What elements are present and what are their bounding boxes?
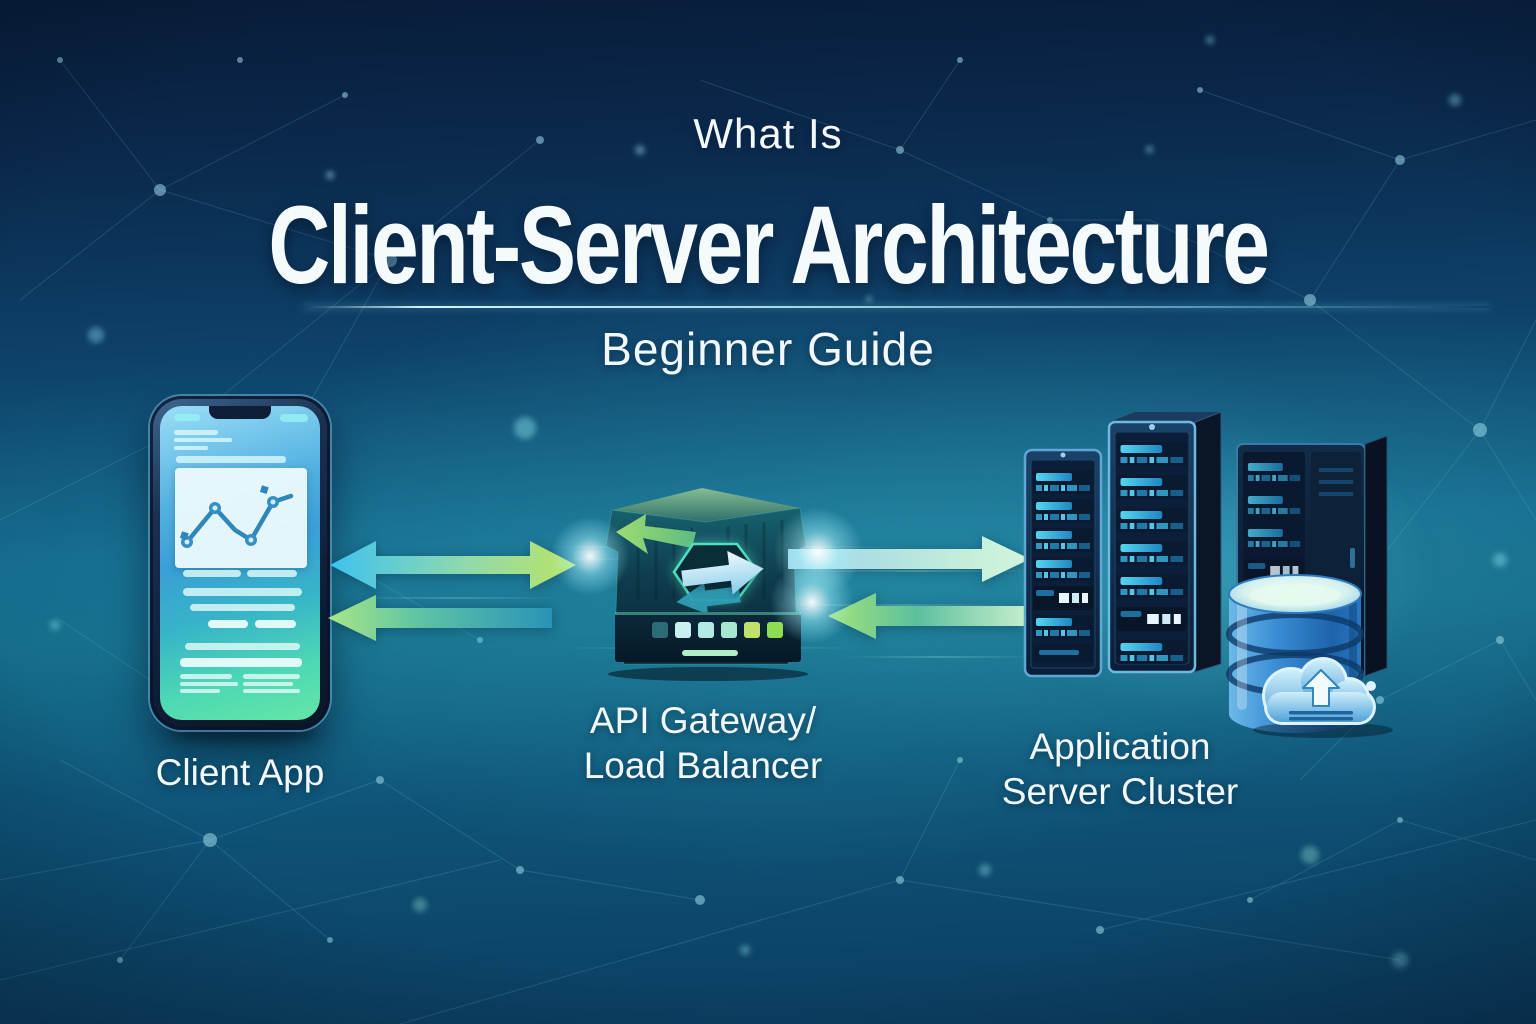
vignette-overlay — [0, 0, 1536, 1024]
infographic-canvas: What Is Client-Server Architecture Begin… — [0, 0, 1536, 1024]
